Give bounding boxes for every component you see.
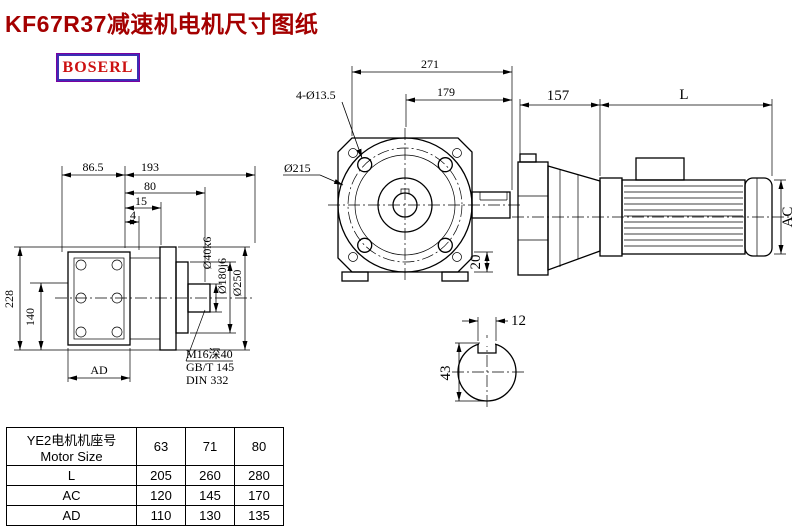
table-row-ac: AC 120 145 170 (6, 485, 284, 506)
leader-bolt-holes (341, 101, 363, 159)
table-cell-ad-80: 135 (234, 505, 284, 526)
terminal-box (635, 157, 685, 181)
motor-size-table: YE2电机机座号 Motor Size 63 71 80 L 205 260 2… (6, 427, 284, 526)
table-header-size-71: 71 (185, 427, 235, 466)
table-header-row: YE2电机机座号 Motor Size 63 71 80 (6, 427, 284, 466)
dim-4: 4 (130, 208, 136, 222)
dim-140: 140 (23, 308, 37, 326)
label-spigot-d180j6: Ø180j6 (215, 258, 229, 294)
dim-15: 15 (135, 194, 147, 208)
table-cell-ad-71: 130 (185, 505, 235, 526)
dim-179: 179 (437, 85, 455, 99)
dim-271: 271 (421, 57, 439, 71)
front-view-extension-lines (283, 66, 513, 273)
keyway-opening-mask (479, 338, 495, 346)
section-extension-lines (455, 317, 497, 402)
table-cell-ad-63: 110 (136, 505, 186, 526)
motor-side-view: 157 L AC (512, 87, 796, 276)
housing-corner-bolt (348, 252, 358, 262)
table-header-size-80: 80 (234, 427, 284, 466)
mounting-bolt-holes (75, 259, 123, 338)
gearbox-top-tab (519, 153, 537, 163)
housing-corner-bolt (452, 148, 462, 158)
front-view: 271 179 4-Ø13.5 Ø215 20 (283, 57, 520, 283)
dim-86-5: 86.5 (83, 160, 104, 174)
table-header-en: Motor Size (40, 448, 103, 464)
note-din-standard: DIN 332 (186, 373, 228, 387)
foot-pad-right (441, 271, 469, 282)
gearbox-housing-side (517, 161, 549, 276)
dim-43: 43 (438, 366, 454, 381)
table-header-size-63: 63 (136, 427, 186, 466)
table-row-l: L 205 260 280 (6, 465, 284, 486)
label-flange-d250: Ø250 (230, 270, 244, 297)
label-bolt-holes: 4-Ø13.5 (296, 88, 336, 102)
output-flange-d250 (159, 246, 177, 351)
dim-193: 193 (141, 160, 159, 174)
gearbox-body-outline (67, 251, 131, 346)
table-row-l-label: L (6, 465, 137, 486)
left-view: 86.5 193 80 15 4 228 140 AD Ø40k6 Ø180j6… (2, 160, 256, 387)
table-cell-ac-71: 145 (185, 485, 235, 506)
table-cell-l-71: 260 (185, 465, 235, 486)
dim-ad: AD (90, 363, 108, 377)
housing-corner-bolt (452, 252, 462, 262)
dim-80: 80 (144, 179, 156, 193)
table-row-ad-label: AD (6, 505, 137, 526)
shaft-section-view: 12 43 (438, 313, 526, 410)
gearbox-body-recess (73, 257, 125, 340)
label-d215: Ø215 (284, 161, 311, 175)
dim-ac: AC (780, 207, 796, 228)
table-cell-ac-80: 170 (234, 485, 284, 506)
label-shaft-d40k6: Ø40k6 (200, 237, 214, 270)
output-spigot-d180 (175, 261, 189, 334)
note-gb-standard: GB/T 145 (186, 360, 234, 374)
note-thread-m16: M16深40 (186, 347, 233, 361)
table-cell-l-63: 205 (136, 465, 186, 486)
input-adapter-cone (547, 165, 601, 271)
leader-d215 (319, 174, 344, 186)
dim-20: 20 (468, 255, 484, 270)
table-cell-l-80: 280 (234, 465, 284, 486)
table-row-ad: AD 110 130 135 (6, 505, 284, 526)
dim-157: 157 (547, 88, 570, 104)
dim-12: 12 (511, 313, 526, 329)
dim-228: 228 (2, 290, 16, 308)
dim-l: L (679, 87, 688, 103)
housing-corner-bolt (348, 148, 358, 158)
page-title: KF67R37减速机电机尺寸图纸 (5, 11, 319, 37)
table-cell-ac-63: 120 (136, 485, 186, 506)
boserl-logo: BOSERL (57, 54, 139, 81)
table-row-ac-label: AC (6, 485, 137, 506)
boserl-logo-text: BOSERL (62, 58, 134, 76)
motor-cooling-fins (624, 185, 743, 247)
table-header-label-cell: YE2电机机座号 Motor Size (6, 427, 137, 466)
foot-pad-left (341, 271, 369, 282)
keyway-groove (477, 344, 497, 354)
table-header-cn: YE2电机机座号 (26, 432, 117, 448)
flange-bolt-holes (357, 157, 453, 253)
